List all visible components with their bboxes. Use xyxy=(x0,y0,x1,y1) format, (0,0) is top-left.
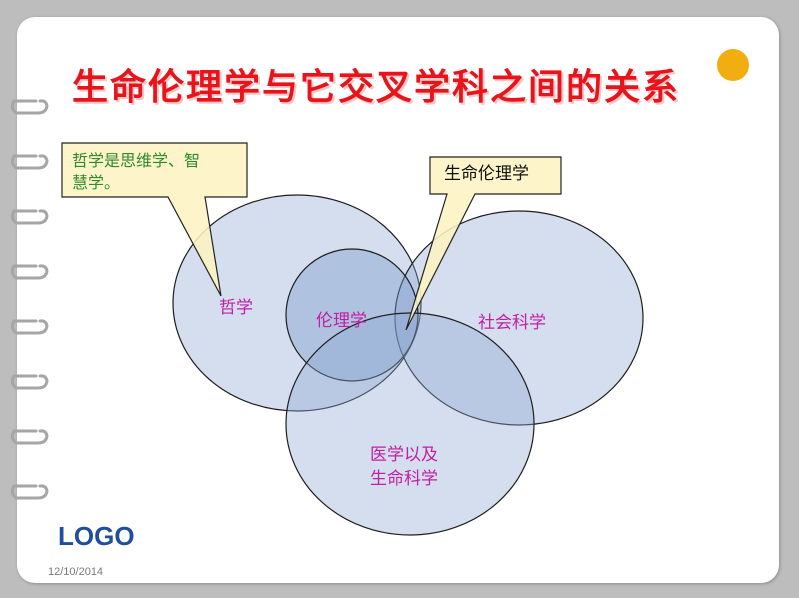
binder-ring xyxy=(10,154,49,170)
binder-ring xyxy=(10,209,49,225)
binder-ring xyxy=(10,264,49,280)
binder-ring xyxy=(10,484,49,500)
label-ethics: 伦理学 xyxy=(316,311,367,331)
callout-bioethics-label: 生命伦理学 xyxy=(444,164,529,184)
slide-title: 生命伦理学与它交叉学科之间的关系 xyxy=(72,66,681,108)
callout-philosophy-line1: 哲学是思维学、智 xyxy=(72,151,201,170)
logo: LOGO xyxy=(58,521,135,551)
binder-ring xyxy=(10,99,49,115)
label-medicine-line2: 生命科学 xyxy=(370,469,438,489)
label-philosophy: 哲学 xyxy=(219,298,253,318)
label-medicine-line1: 医学以及 xyxy=(370,445,438,465)
accent-dot xyxy=(717,49,749,81)
binder-ring xyxy=(10,374,49,390)
notebook-page xyxy=(17,17,779,583)
slide-date: 12/10/2014 xyxy=(48,566,104,578)
callout-bioethics xyxy=(405,156,562,331)
circle-social-science xyxy=(394,210,644,426)
label-social-science: 社会科学 xyxy=(478,313,546,333)
callout-philosophy-line2: 慧学。 xyxy=(72,173,121,192)
circle-medicine xyxy=(285,312,535,536)
callout-philosophy-note xyxy=(61,142,248,297)
binder-ring xyxy=(10,429,49,445)
binder-rings xyxy=(10,99,49,500)
binder-ring xyxy=(10,319,49,335)
